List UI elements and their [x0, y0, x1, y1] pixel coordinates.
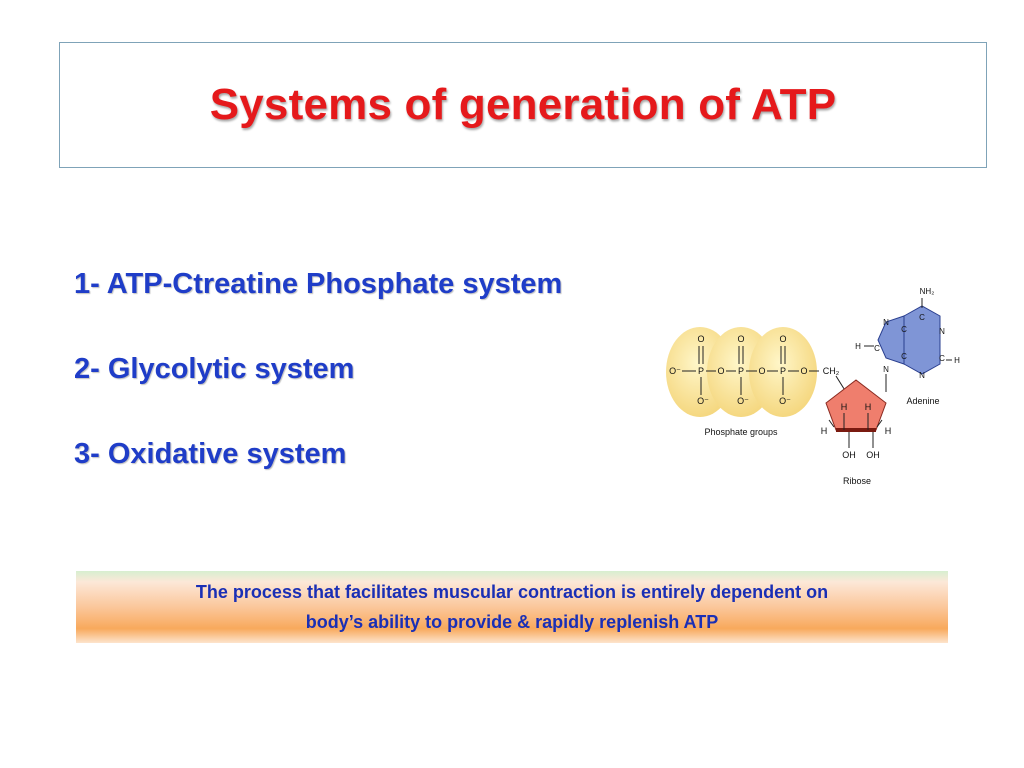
note-line-2: body’s ability to provide & rapidly repl… — [305, 612, 719, 632]
atp-structure-diagram: O O O O⁻ P O P O P O CH₂ O⁻ O⁻ O⁻ P — [666, 287, 960, 486]
atom-h-ribose-3: H — [821, 426, 828, 436]
phosphate-group-3 — [749, 327, 817, 417]
atom-c-4: C — [901, 352, 907, 361]
atom-o-bridge-3: O — [800, 366, 807, 376]
atom-o-minus-bottom-2: O⁻ — [737, 396, 749, 406]
ribose-ring — [825, 379, 887, 431]
atom-ch2: CH₂ — [823, 366, 840, 376]
atom-o-bridge-1: O — [717, 366, 724, 376]
atom-o-minus-bottom-1: O⁻ — [697, 396, 709, 406]
note-line-1: The process that facilitates muscular co… — [195, 582, 829, 602]
atom-o-top-2: O — [737, 334, 744, 344]
slide-title: Systems of generation of ATP — [209, 80, 837, 129]
atom-nh2: NH₂ — [920, 287, 935, 296]
ribose-label: Ribose — [843, 476, 871, 486]
atom-c-1: C — [901, 325, 907, 334]
atom-h-ribose-2: H — [865, 402, 872, 412]
adenine-five-ring — [877, 315, 905, 365]
atom-p-2: P — [738, 366, 744, 376]
atom-o-minus-left: O⁻ — [669, 366, 681, 376]
atom-n-1: N — [883, 318, 889, 327]
atom-n-2: N — [939, 327, 945, 336]
atom-h-ribose-1: H — [841, 402, 848, 412]
adenine-label: Adenine — [906, 396, 939, 406]
atom-oh-1: OH — [842, 450, 856, 460]
atom-h-ribose-4: H — [885, 426, 892, 436]
atom-o-top-3: O — [779, 334, 786, 344]
title-box: Systems of generation of ATP — [59, 42, 987, 168]
atom-h-adenine-1: H — [855, 342, 861, 351]
atom-n-4: N — [919, 371, 925, 380]
atom-o-top-1: O — [697, 334, 704, 344]
atom-p-3: P — [780, 366, 786, 376]
atom-o-bridge-2: O — [758, 366, 765, 376]
note-text: The process that facilitates muscular co… — [112, 577, 912, 637]
note-banner: The process that facilitates muscular co… — [76, 571, 948, 643]
system-item-atp-cp: 1- ATP-Ctreatine Phosphate system — [74, 268, 563, 300]
systems-list: 1- ATP-Ctreatine Phosphate system 2- Gly… — [74, 270, 562, 525]
phosphate-groups-label: Phosphate groups — [704, 427, 778, 437]
system-item-glycolytic: 2- Glycolytic system — [74, 353, 355, 385]
atom-c-2: C — [919, 313, 925, 322]
atom-o-minus-bottom-3: O⁻ — [779, 396, 791, 406]
atom-oh-2: OH — [866, 450, 880, 460]
system-item-oxidative: 3- Oxidative system — [74, 438, 347, 470]
atom-c-3: C — [874, 344, 880, 353]
atom-h-adenine-2: H — [954, 356, 960, 365]
atom-p-1: P — [698, 366, 704, 376]
atom-c-5: C — [939, 354, 945, 363]
atom-n-3: N — [883, 365, 889, 374]
